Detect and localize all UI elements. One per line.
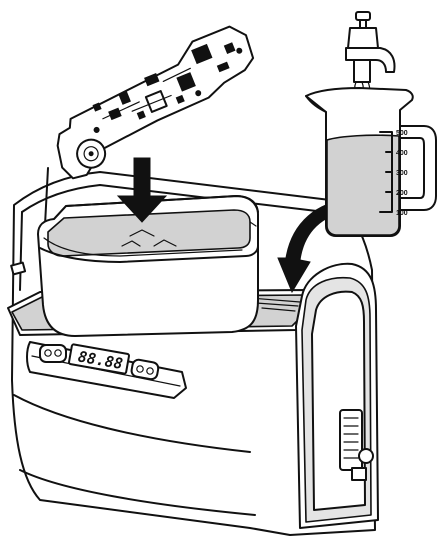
scale-label-100: 100: [396, 210, 408, 217]
side-slot: [11, 263, 25, 275]
beaker-liquid: [327, 135, 399, 235]
right-button-pad[interactable]: [131, 359, 160, 380]
scale-label-300: 300: [396, 170, 408, 177]
circuit-board: [37, 22, 272, 182]
measuring-beaker: 500 400 300 200 100: [306, 88, 436, 236]
faucet-handle[interactable]: [356, 12, 370, 20]
left-button-pad[interactable]: [40, 345, 66, 362]
scale-label-200: 200: [396, 190, 408, 197]
cleaner-right-panel: [296, 264, 378, 528]
scale-label-500: 500: [396, 130, 408, 137]
scale-label-400: 400: [396, 150, 408, 157]
cleaning-basket: [38, 196, 258, 336]
drain-valve-housing: [340, 410, 362, 470]
drain-valve-knob[interactable]: [359, 449, 373, 463]
